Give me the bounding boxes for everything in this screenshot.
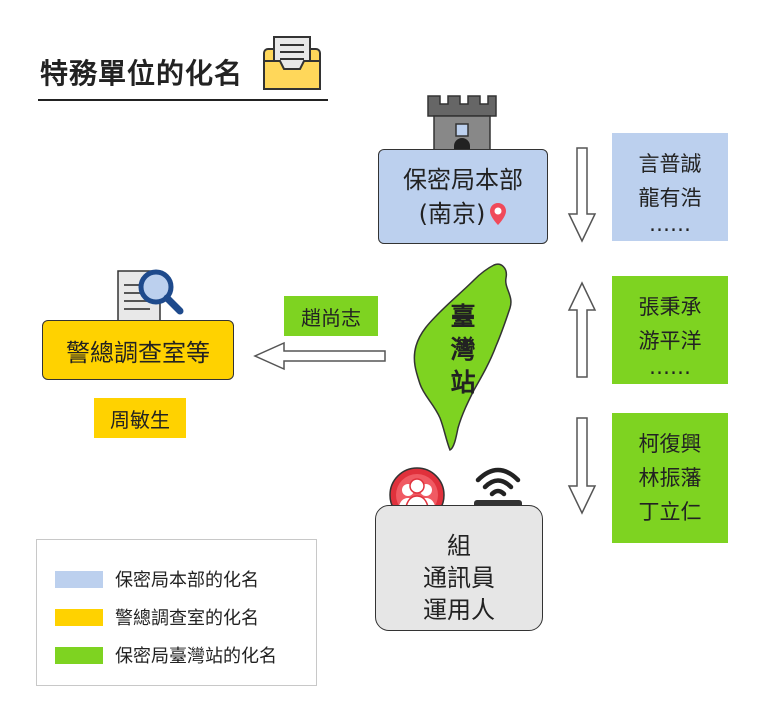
alias-name: ……: [649, 212, 691, 236]
alias-name: 柯復興: [638, 432, 702, 456]
arrow-down-icon: [567, 147, 597, 243]
alias-name: 張秉承: [638, 295, 702, 319]
location-pin-icon: [490, 202, 507, 225]
taiwan-map-icon: [413, 263, 512, 452]
alias-name: 丁立仁: [638, 500, 702, 524]
page-title: 特務單位的化名: [40, 57, 244, 90]
legend-swatch-green: [55, 646, 103, 664]
legend-swatch-blue: [55, 570, 103, 588]
alias-list-station: 張秉承 游平洋 ……: [612, 276, 728, 384]
arrow-left-icon: [253, 341, 386, 371]
legend-item-green: 保密局臺灣站的化名: [55, 642, 277, 668]
arrow-up-icon: [567, 281, 597, 378]
garrison-label: 警總調查室等: [66, 338, 210, 367]
alias-name: 言普誠: [638, 152, 702, 176]
group-label: 組: [447, 532, 471, 560]
title-underline: [38, 99, 328, 101]
alias-name: 林振藩: [638, 466, 702, 490]
informant-label: 通訊員: [423, 564, 495, 592]
taiwan-station-label: 臺 灣 站: [450, 302, 476, 397]
alias-tag-between: 趙尚志: [284, 296, 378, 336]
legend-item-blue: 保密局本部的化名: [55, 566, 259, 592]
alias-name: 游平洋: [638, 329, 702, 353]
legend-item-yellow: 警總調查室的化名: [55, 604, 259, 630]
headquarters-location: (南京): [419, 197, 508, 231]
alias-tag-garrison: 周敏生: [94, 398, 186, 438]
arrow-down-icon: [567, 417, 597, 515]
alias-list-hq: 言普誠 龍有浩 ……: [612, 133, 728, 241]
headquarters-box: 保密局本部 (南京): [378, 149, 548, 244]
headquarters-name: 保密局本部: [403, 165, 523, 194]
operative-label: 運用人: [423, 596, 495, 624]
alias-list-group: 柯復興 林振藩 丁立仁: [612, 413, 728, 543]
folder-icon: [263, 36, 321, 90]
alias-name: ……: [649, 355, 691, 379]
group-box: 組 通訊員 運用人: [375, 505, 543, 631]
legend: 保密局本部的化名 警總調查室的化名 保密局臺灣站的化名: [36, 539, 317, 686]
alias-name: 龍有浩: [638, 186, 702, 210]
garrison-box: 警總調查室等: [42, 320, 234, 380]
legend-swatch-yellow: [55, 608, 103, 626]
